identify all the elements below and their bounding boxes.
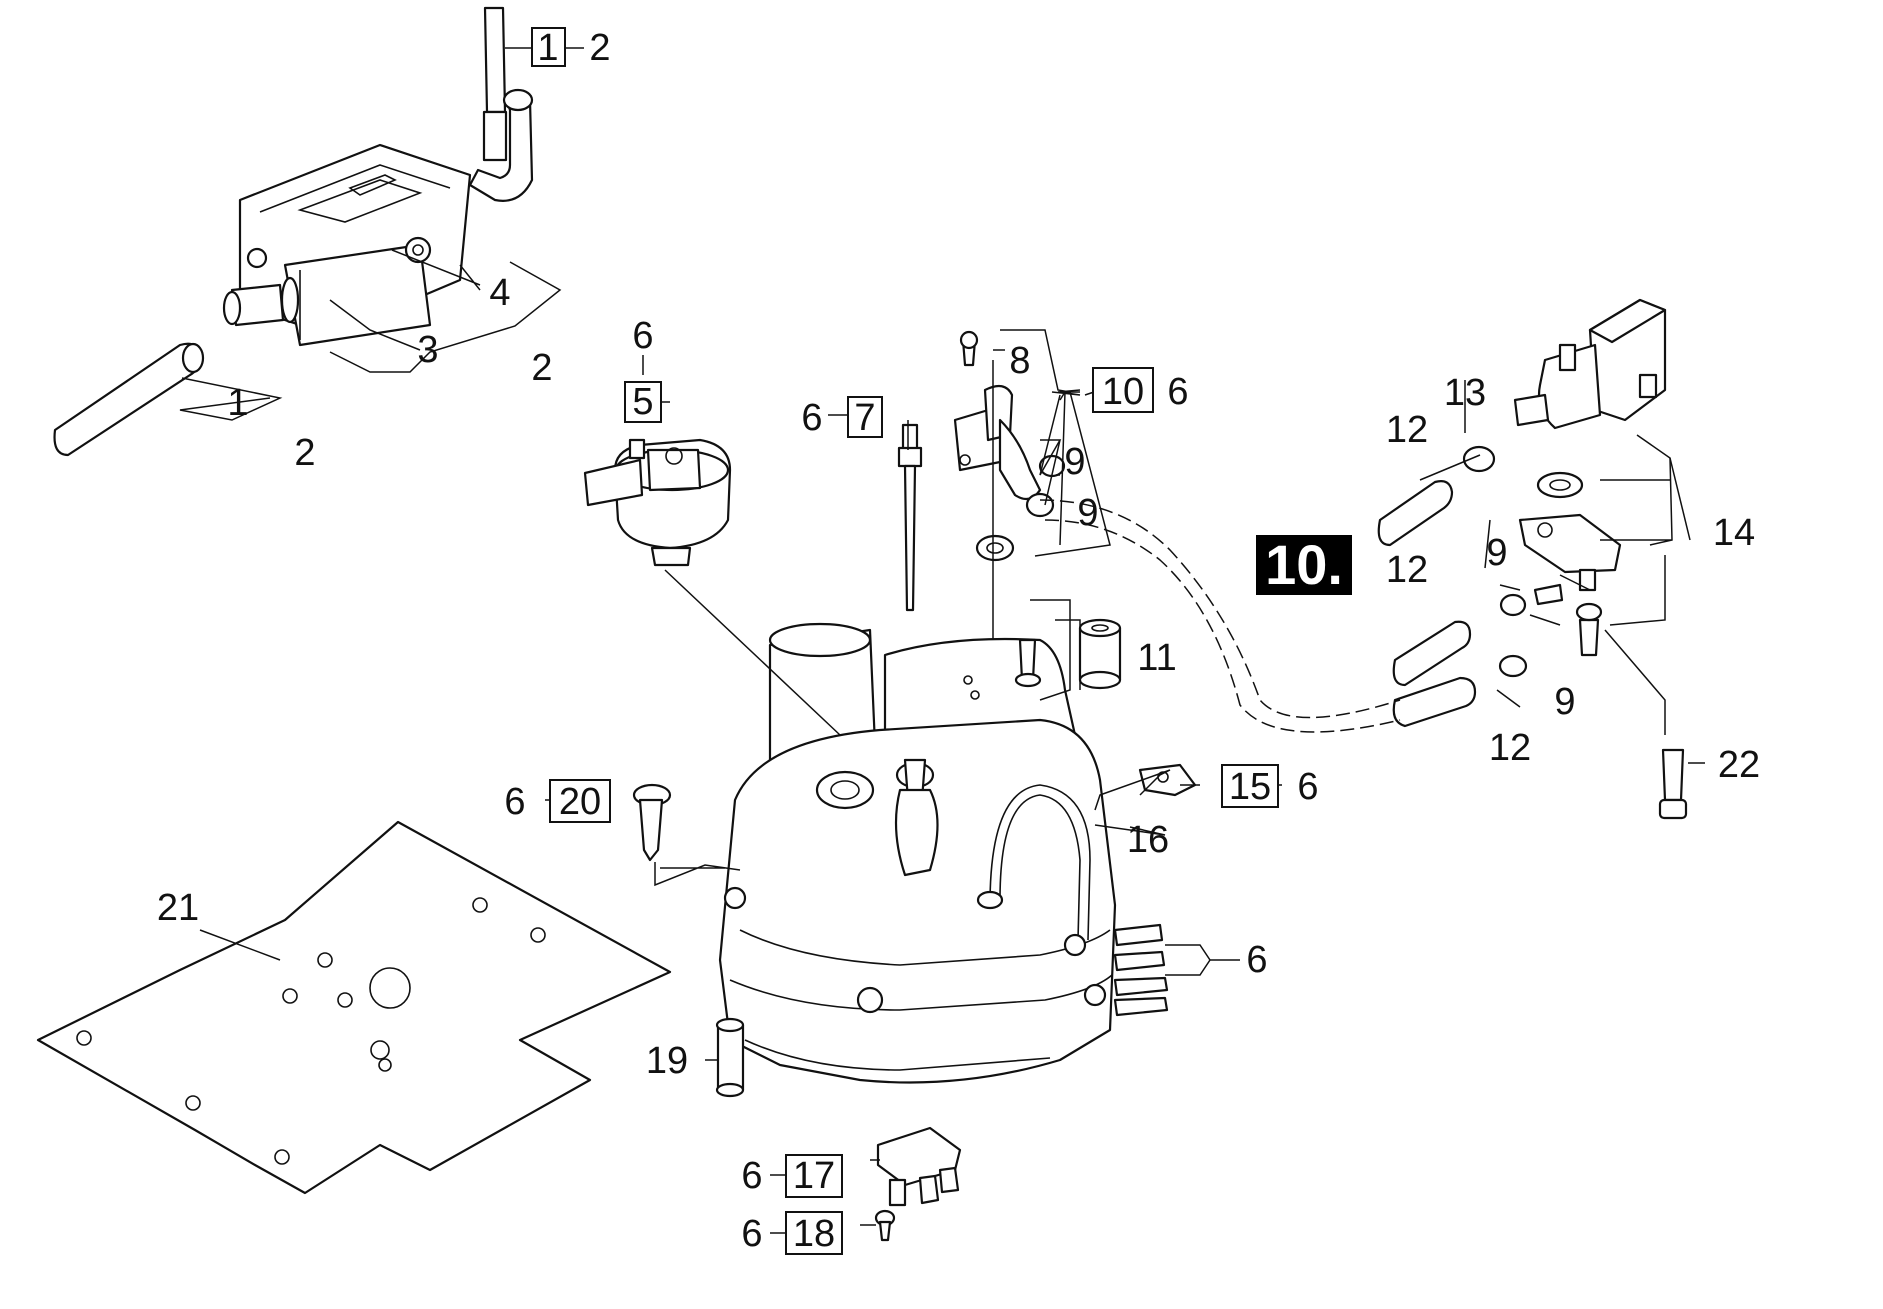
- base-plate-part-21: [36, 820, 672, 1195]
- callout-12-c: 12: [1489, 727, 1531, 769]
- section-badge: 10.: [1256, 533, 1352, 596]
- callout-13: 13: [1444, 372, 1486, 414]
- callout-11: 11: [1137, 637, 1176, 679]
- callout-6-probe: 6: [801, 397, 822, 439]
- callout-6-clip: 6: [1297, 766, 1318, 808]
- callout-9-a: 9: [1064, 441, 1085, 483]
- callout-22: 22: [1718, 744, 1760, 786]
- hose-pieces-part-12: [1377, 480, 1477, 728]
- screw-part-22: [1658, 748, 1688, 820]
- pressure-switch-part-5: [583, 438, 732, 567]
- callout-labels: 1 2 4 3 2 1 2 6 5 6 7 8 10 6 9 9 12 13 1…: [157, 27, 1760, 1255]
- callout-6-connectors: 6: [1246, 939, 1267, 981]
- callout-16: 16: [1127, 819, 1169, 861]
- callout-17: 17: [793, 1155, 835, 1197]
- callout-9-b: 9: [1077, 492, 1098, 534]
- boiler-body: [718, 622, 1169, 1084]
- spacer-part-19: [715, 1017, 745, 1098]
- callout-4: 4: [489, 272, 510, 314]
- callout-1-top: 1: [537, 27, 558, 69]
- callout-12-b: 12: [1386, 549, 1428, 591]
- callout-20: 20: [559, 781, 601, 823]
- dashed-hose-connection: [1039, 499, 1401, 733]
- callout-2-top: 2: [589, 27, 610, 69]
- clip-part-15: [1138, 763, 1197, 797]
- callout-18: 18: [793, 1213, 835, 1255]
- callout-2-hose: 2: [294, 432, 315, 474]
- callout-9-c: 9: [1486, 532, 1507, 574]
- screw-part-18: [874, 1209, 896, 1242]
- thermostat-part-17: [876, 1126, 962, 1207]
- callout-1-hose: 1: [227, 382, 248, 424]
- callout-9-d: 9: [1554, 681, 1575, 723]
- solenoid-valve-part-14: [1462, 298, 1667, 678]
- callout-6-above-5: 6: [632, 315, 653, 357]
- callout-14: 14: [1713, 512, 1755, 554]
- callout-7: 7: [854, 397, 875, 439]
- spacer-part-11: [1078, 618, 1122, 690]
- badge-label: 10.: [1265, 533, 1343, 596]
- hose-part-1: [53, 342, 205, 457]
- leader-lines: [179, 47, 1705, 1234]
- callout-19: 19: [646, 1040, 688, 1082]
- callout-12-a: 12: [1386, 409, 1428, 451]
- callout-5: 5: [632, 381, 653, 423]
- callout-21: 21: [157, 887, 199, 929]
- temperature-probe-part-7: [897, 423, 923, 612]
- callout-boxes: [531, 27, 1279, 1255]
- callout-2-mid: 2: [531, 347, 552, 389]
- pump-bracket-assembly: [222, 6, 534, 347]
- callout-10: 10: [1102, 371, 1144, 413]
- callout-6-screw: 6: [504, 781, 525, 823]
- callout-15: 15: [1229, 766, 1271, 808]
- callout-6-thermostat: 6: [741, 1155, 762, 1197]
- callout-3: 3: [417, 329, 438, 371]
- callout-6-small-screw: 6: [741, 1213, 762, 1255]
- callout-8: 8: [1009, 340, 1030, 382]
- callout-6-fitting: 6: [1167, 371, 1188, 413]
- screw-part-20: [632, 783, 672, 862]
